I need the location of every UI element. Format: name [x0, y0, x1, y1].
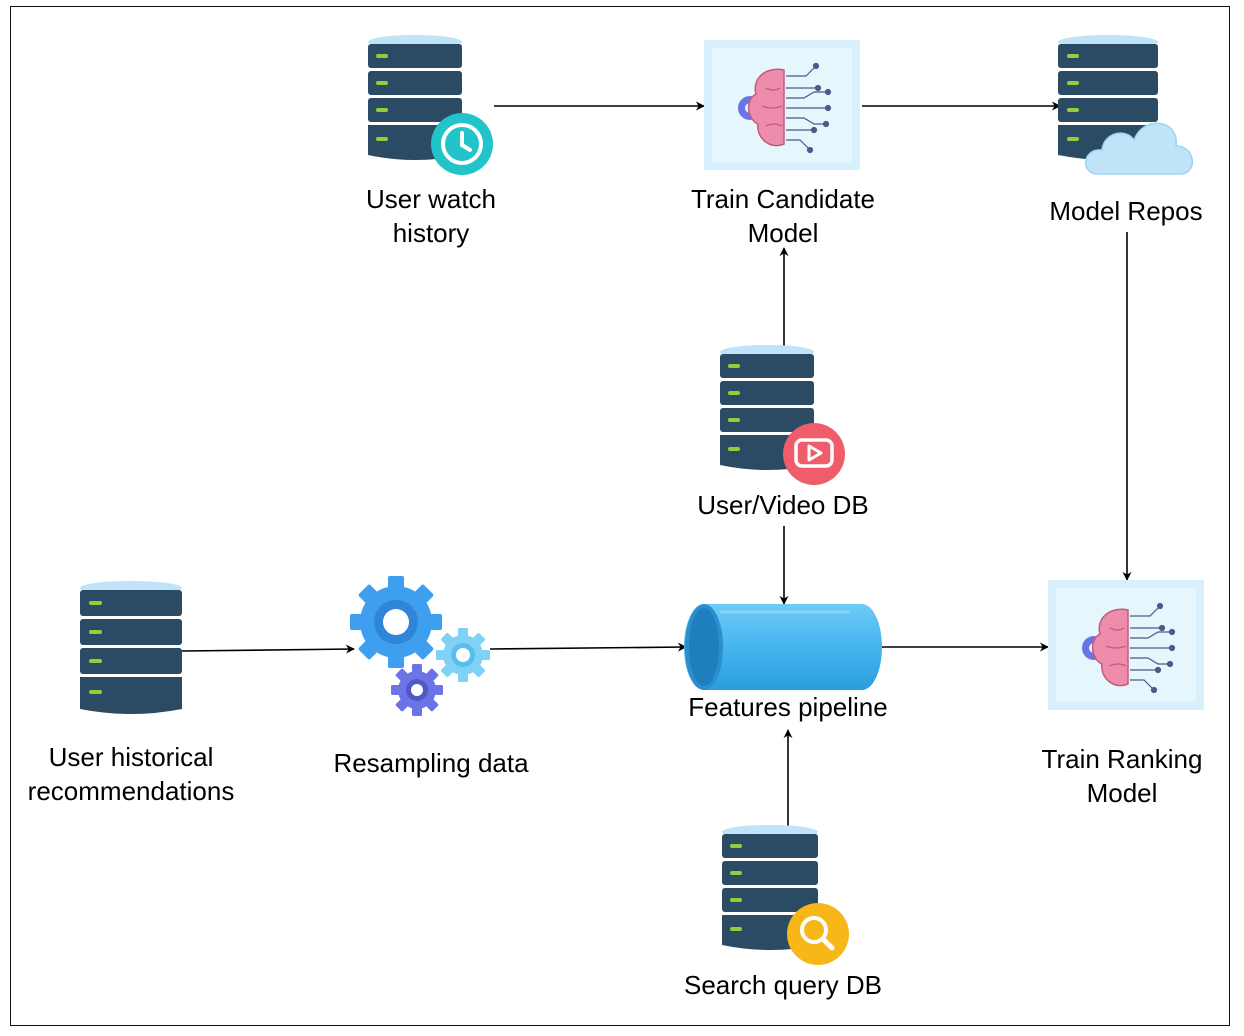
- label-user-historical-recommendations: User historical recommendations: [27, 742, 235, 806]
- label-features-pipeline: Features pipeline: [688, 692, 888, 722]
- edge-resampling-to-pipeline: [489, 642, 687, 652]
- label-train-candidate-model: Train Candidate Model: [690, 184, 876, 248]
- label-resampling-data: Resampling data: [333, 748, 529, 778]
- video-play-icon: [783, 423, 845, 485]
- db-model-repos: [1058, 35, 1194, 175]
- gears-icon: [350, 576, 490, 716]
- cloud-icon: [1084, 122, 1194, 175]
- label-user-watch-history: User watch history: [365, 184, 497, 248]
- brain-ai-icon: [704, 40, 860, 170]
- edges: [181, 101, 1132, 826]
- pipeline-cylinder-icon: [684, 604, 882, 690]
- db-user-video: [720, 345, 845, 485]
- label-search-query-db: Search query DB: [684, 970, 882, 1000]
- db-user-watch-history: [368, 35, 493, 175]
- db-user-historical: [80, 581, 182, 714]
- label-train-ranking-model: Train Ranking Model: [1041, 744, 1203, 808]
- diagram-frame: [10, 6, 1230, 1026]
- label-model-repos: Model Repos: [1049, 196, 1203, 226]
- clock-icon: [431, 113, 493, 175]
- label-user-video-db: User/Video DB: [697, 490, 869, 520]
- db-search-query: [722, 825, 849, 965]
- brain-ai-icon: [1048, 580, 1204, 710]
- search-icon: [787, 903, 849, 965]
- edge-historical-to-resampling: [181, 644, 355, 654]
